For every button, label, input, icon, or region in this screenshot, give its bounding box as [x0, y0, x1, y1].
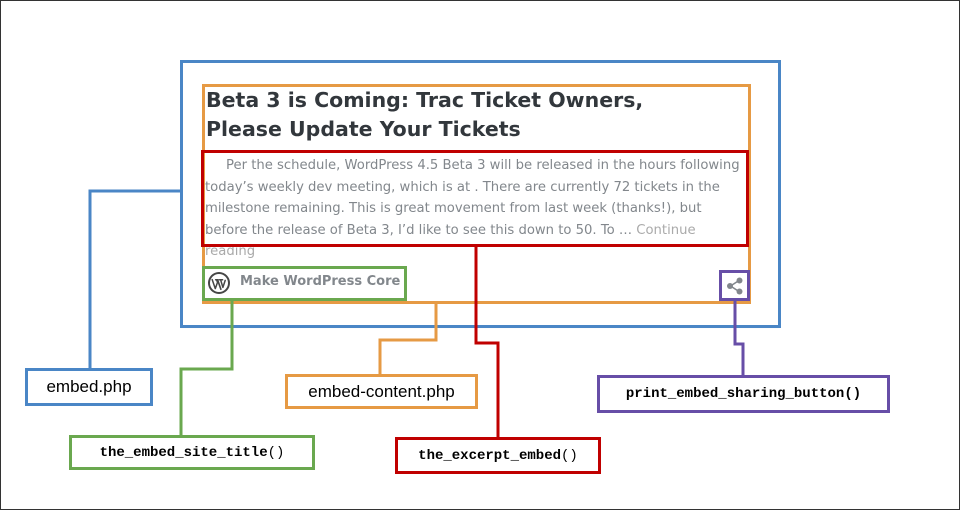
wordpress-logo-icon[interactable]	[207, 271, 231, 295]
embed-excerpt: Per the schedule, WordPress 4.5 Beta 3 w…	[205, 155, 747, 263]
continue-reading-link[interactable]: Continue reading	[205, 222, 696, 260]
function-name: the_excerpt_embed	[418, 447, 561, 464]
embed-post-title[interactable]: Beta 3 is Coming: Trac Ticket Owners, Pl…	[206, 88, 644, 141]
function-parens: ()	[267, 444, 285, 461]
embed-content-php-label: embed-content.php	[285, 374, 478, 409]
print-embed-sharing-button-label: print_embed_sharing_button()	[597, 375, 890, 413]
function-parens: ()	[561, 447, 578, 464]
excerpt-embed-region	[201, 150, 749, 247]
function-parens: ()	[844, 386, 862, 402]
embed-site-title[interactable]: Make WordPress Core	[240, 274, 401, 289]
function-name: the_embed_site_title	[99, 444, 268, 461]
the-excerpt-embed-label: the_excerpt_embed()	[395, 437, 601, 474]
embed-php-connector	[88, 189, 181, 369]
share-icon[interactable]	[724, 275, 746, 297]
site-title-region	[202, 266, 407, 301]
excerpt-text: Per the schedule, WordPress 4.5 Beta 3 w…	[205, 158, 740, 238]
sharing-button-region	[719, 270, 750, 301]
function-name: print_embed_sharing_button	[625, 386, 845, 402]
embed-content-connector	[378, 303, 438, 375]
embed-php-region	[180, 60, 781, 328]
embed-card	[181, 61, 779, 327]
sharing-button-connector	[733, 300, 745, 376]
the-embed-site-title-label: the_embed_site_title()	[69, 435, 315, 470]
embed-php-label: embed.php	[25, 368, 153, 406]
site-title-connector	[179, 300, 234, 436]
excerpt-embed-connector	[474, 247, 500, 438]
